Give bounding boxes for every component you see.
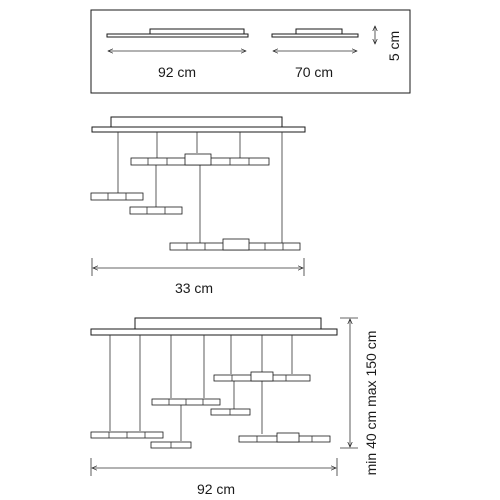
bottom-bar-small	[210, 408, 251, 416]
top-view-frame	[90, 9, 411, 94]
bottom-bar-upper-right	[213, 371, 311, 382]
middle-bar-mid	[129, 206, 183, 215]
bottom-bar-tiny	[150, 441, 192, 449]
bottom-wires	[109, 335, 293, 441]
middle-bar-upper	[130, 153, 270, 166]
middle-view: 33 cm	[90, 116, 306, 296]
bottom-height-label: min 40 cm max 150 cm	[363, 331, 379, 476]
middle-bar-lower	[169, 238, 301, 251]
bottom-bar-lower-right	[238, 432, 331, 443]
large-lamp-profile	[106, 28, 249, 38]
middle-canopy	[91, 116, 306, 133]
top-view: 92 cm 70 cm 5 cm	[90, 9, 411, 94]
middle-width-label: 33 cm	[175, 280, 213, 296]
bottom-width-label: 92 cm	[197, 481, 235, 497]
bottom-view: 92 cm min 40 cm max 150 cm	[90, 317, 379, 497]
small-lamp-profile	[271, 28, 359, 38]
bottom-bar-center	[151, 398, 221, 406]
bottom-canopy	[90, 317, 338, 336]
middle-wires	[117, 132, 283, 243]
middle-bar-left	[90, 192, 144, 201]
small-width-label: 70 cm	[295, 64, 333, 80]
large-width-label: 92 cm	[158, 64, 196, 80]
height-label: 5 cm	[386, 31, 402, 61]
bottom-bar-left	[90, 431, 164, 439]
